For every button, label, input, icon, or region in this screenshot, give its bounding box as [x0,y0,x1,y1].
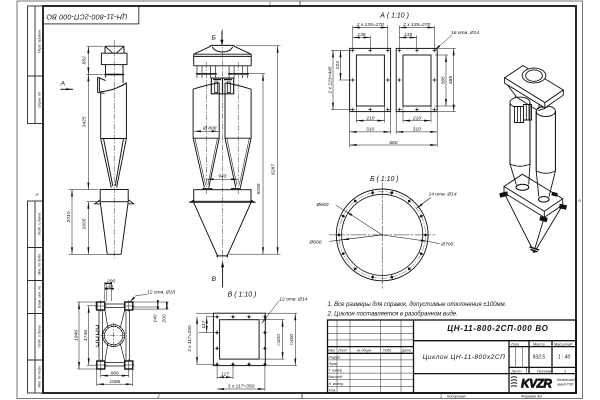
svg-text:Дата: Дата [401,349,411,353]
svg-text:117: 117 [221,371,229,377]
svg-text:Циклон ЦН-11-800х2СП: Циклон ЦН-11-800х2СП [423,354,506,361]
svg-text:135: 135 [357,32,365,38]
svg-text:Б ( 1:10 ): Б ( 1:10 ) [370,176,399,183]
svg-text:Масса: Масса [533,341,545,346]
svg-text:В: В [212,276,217,283]
svg-text:12 отв. Ø18: 12 отв. Ø18 [147,290,175,296]
svg-text:Утв.: Утв. [329,388,337,392]
svg-text:200: 200 [106,279,115,285]
svg-text:140: 140 [152,314,158,322]
svg-text:Взам. инв. №: Взам. инв. № [38,286,42,308]
svg-text:3425: 3425 [81,116,87,127]
svg-text:1006: 1006 [109,379,120,385]
svg-text:2: 2 [268,2,271,6]
svg-text:Нач.отд.: Нач.отд. [329,375,343,379]
svg-text:210: 210 [412,115,421,121]
svg-text:Ø 808: Ø 808 [202,126,217,132]
svg-text:Формат А3: Формат А3 [521,395,543,399]
svg-text:14 отв. Ø14: 14 отв. Ø14 [429,192,457,198]
svg-text:Инв. № дубл.: Инв. № дубл. [38,253,42,275]
svg-text:310: 310 [413,127,421,133]
svg-text:932,5: 932,5 [533,355,546,361]
svg-text:Подп. и дата: Подп. и дата [38,213,42,236]
svg-text:ЦН-11-800-2СП-000 ВО: ЦН-11-800-2СП-000 ВО [46,12,127,21]
svg-text:140: 140 [105,284,113,290]
svg-text:1. Все размеры для справок, до: 1. Все размеры для справок, допустимые о… [328,302,507,308]
svg-text:852: 852 [81,56,87,64]
svg-text:5095: 5095 [256,183,262,194]
svg-text:Б: Б [212,35,217,42]
svg-text:2 х 223=445: 2 х 223=445 [327,66,333,94]
svg-text:Разраб.: Разраб. [329,355,341,359]
svg-text:□400: □400 [289,334,295,345]
svg-text:Копировал: Копировал [447,395,467,399]
svg-text:210: 210 [365,115,374,121]
svg-text:№ докум.: № докум. [357,349,372,353]
svg-text:Ø600: Ø600 [309,240,322,246]
svg-text:806: 806 [111,371,119,377]
svg-text:2: 2 [156,394,160,399]
svg-text:Справ. №: Справ. № [38,92,42,108]
svg-text:Масштаб: Масштаб [554,341,573,346]
svg-text:1: 1 [564,368,566,373]
svg-text:3 х 117=350: 3 х 117=350 [187,325,193,352]
svg-text:Т. контр.: Т. контр. [329,369,344,373]
svg-text:В ( 1:10 ): В ( 1:10 ) [228,292,257,299]
svg-text:2010: 2010 [66,211,72,223]
svg-text:Лит.: Лит. [510,341,520,346]
svg-text:Ø660: Ø660 [316,202,329,208]
svg-text:940: 940 [218,174,226,180]
svg-text:А: А [60,81,66,88]
svg-text:KVZR: KVZR [521,377,552,391]
svg-text:200: 200 [161,314,167,323]
svg-text:завод РЭП: завод РЭП [556,383,574,387]
svg-text:1 : 40: 1 : 40 [558,355,571,361]
svg-text:ЦН-11-800-2СП-000 ВО: ЦН-11-800-2СП-000 ВО [447,324,548,333]
svg-text:Н. контр.: Н. контр. [329,382,344,386]
svg-text:6287: 6287 [270,164,276,175]
svg-text:117: 117 [201,321,207,329]
svg-text:□300: □300 [276,334,282,345]
svg-text:223: 223 [335,61,341,70]
svg-text:485: 485 [448,76,454,84]
svg-text:А ( 1:10 ): А ( 1:10 ) [379,13,409,20]
svg-text:3 х 117=350: 3 х 117=350 [228,383,255,389]
svg-text:16 отв. Ø14: 16 отв. Ø14 [451,30,479,36]
svg-text:Подп.: Подп. [383,349,392,353]
svg-text:Перв. примен.: Перв. примен. [38,29,42,53]
svg-text:Листов: Листов [536,368,551,373]
svg-text:Котельный: Котельный [557,378,575,382]
svg-text:310: 310 [366,127,374,133]
svg-text:Изм: Изм [328,349,335,353]
svg-text:А: А [35,192,39,197]
svg-text:Инв. № подл.: Инв. № подл. [38,365,42,387]
svg-text:2. Циклон поставляется в разоб: 2. Циклон поставляется в разобранном вид… [327,312,458,318]
svg-text:12 отв. Ø14: 12 отв. Ø14 [279,296,307,302]
svg-text:2 х 135=270: 2 х 135=270 [402,22,430,28]
svg-text:660: 660 [389,140,397,146]
svg-text:385: 385 [440,76,446,84]
svg-text:2 х 135=270: 2 х 135=270 [356,22,384,28]
svg-text:135: 135 [404,32,412,38]
svg-text:1746: 1746 [83,330,89,341]
svg-text:1605: 1605 [81,218,87,229]
svg-text:1: 1 [440,394,442,399]
svg-text:Лист: Лист [337,349,347,353]
svg-text:А: А [577,198,581,203]
svg-text:1946: 1946 [73,330,79,341]
svg-text:Подп. и дата: Подп. и дата [38,325,42,348]
svg-text:Лист: Лист [511,368,523,373]
svg-text:Ø700: Ø700 [440,242,453,248]
svg-text:Пров.: Пров. [329,362,338,366]
